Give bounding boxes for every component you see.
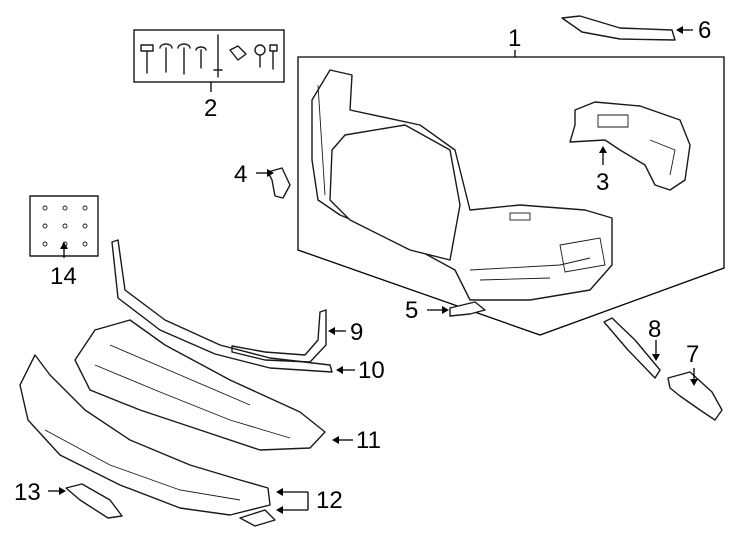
callout-12: 12	[316, 487, 343, 514]
callout-1: 1	[508, 25, 521, 52]
callout-5: 5	[405, 297, 418, 324]
callout-13: 13	[14, 479, 41, 506]
callout-2: 2	[204, 95, 217, 122]
callout-14: 14	[50, 263, 77, 290]
part-10-strip	[111, 239, 333, 373]
callout-9: 9	[350, 319, 363, 346]
part-2-hardware-kit	[133, 29, 285, 92]
part-5-cap	[449, 301, 486, 317]
callout-6: 6	[698, 17, 711, 44]
part-13-bracket	[65, 483, 123, 519]
part-3-bracket	[569, 101, 691, 191]
callout-8: 8	[648, 316, 661, 343]
callout-7: 7	[686, 341, 699, 368]
part-11-reinforcement	[74, 319, 326, 451]
part-6-trim	[561, 15, 676, 41]
leaders	[48, 26, 698, 514]
callout-4: 4	[234, 161, 247, 188]
part-7-bracket	[667, 371, 723, 421]
assembly-outline	[297, 56, 725, 336]
callout-10: 10	[358, 357, 385, 384]
part-12-spoiler	[19, 354, 276, 527]
part-9-trim	[231, 309, 327, 363]
callout-11: 11	[356, 427, 381, 454]
part-4-clip	[267, 167, 291, 199]
callout-3: 3	[596, 169, 609, 196]
part-8-strip	[603, 317, 661, 379]
part-1-bumper-cover	[311, 69, 613, 301]
